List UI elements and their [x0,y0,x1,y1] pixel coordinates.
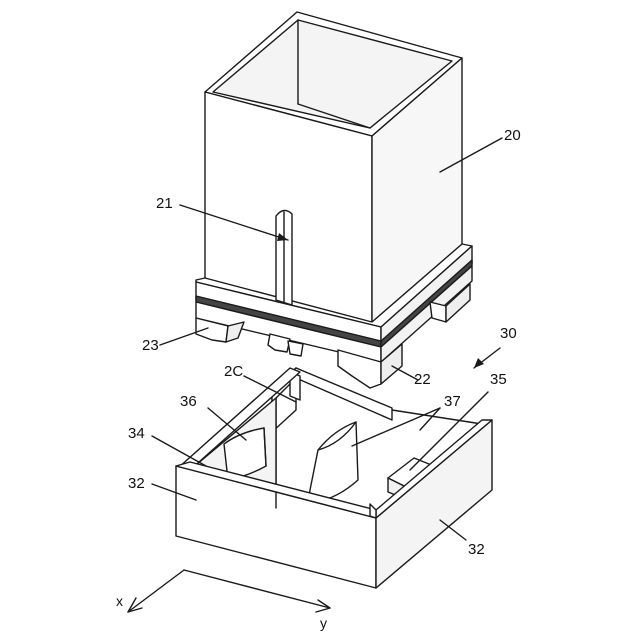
label-base-block: 22 [414,371,431,388]
label-guide-left: 36 [180,393,197,410]
label-guide-right: 37 [444,393,461,410]
axis-y-line [184,570,330,608]
label-unit: 30 [500,325,517,342]
label-inner-wall: 34 [128,425,145,442]
label-slot-rail: 21 [156,195,173,212]
slot-rail [276,210,292,305]
label-side-wall: 32 [128,475,145,492]
leader-unit-arrow [474,358,484,368]
label-corner: 2C [224,363,243,380]
foot-center-2 [288,341,303,356]
label-side-wall-right: 32 [468,541,485,558]
label-box: 20 [504,127,521,144]
axes [128,570,330,612]
foot-back [430,302,446,322]
axis-y-label: y [320,615,327,631]
label-foot: 23 [142,337,159,354]
label-stopper: 35 [490,371,507,388]
axis-x-label: x [116,593,123,609]
axis-x-line [128,570,184,612]
